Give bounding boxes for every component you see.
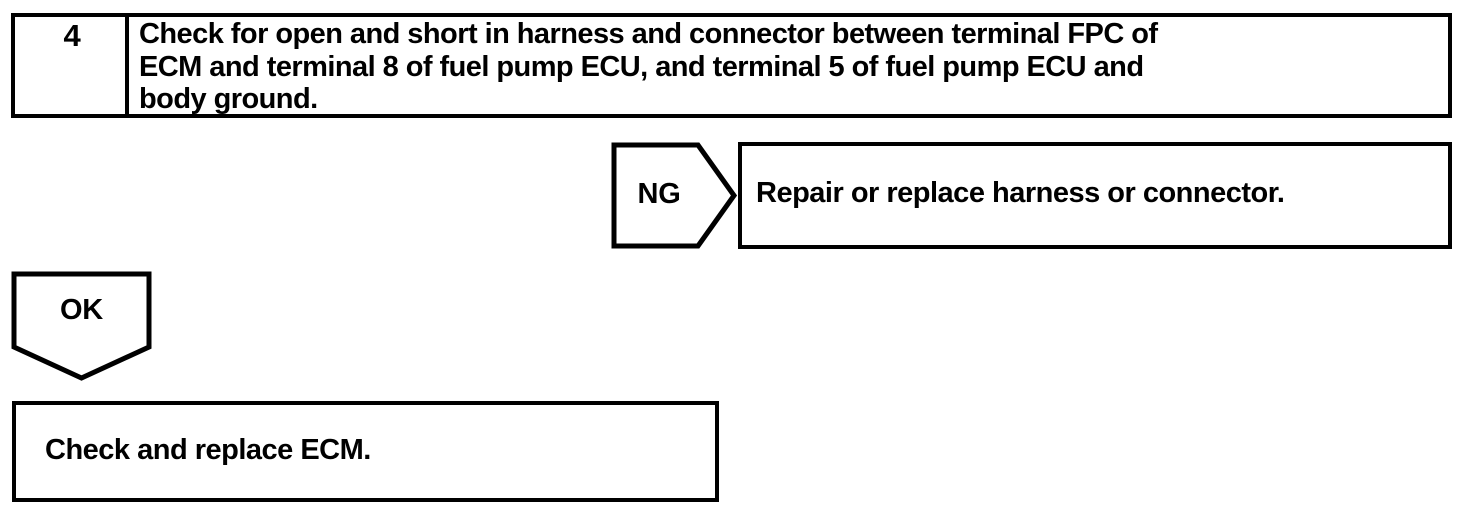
final-action-box: Check and replace ECM. bbox=[12, 401, 719, 502]
final-action-text: Check and replace ECM. bbox=[45, 434, 371, 466]
ng-result-text: Repair or replace harness or connector. bbox=[756, 177, 1285, 209]
ok-branch-label: OK bbox=[60, 293, 103, 326]
ng-result-box: Repair or replace harness or connector. bbox=[738, 142, 1452, 249]
step-number: 4 bbox=[63, 18, 81, 53]
ng-branch-label: NG bbox=[637, 178, 681, 210]
ok-branch-arrow-icon bbox=[11, 271, 152, 381]
step-number-cell: 4 bbox=[15, 17, 129, 114]
ng-branch-arrow-icon bbox=[611, 142, 737, 249]
step-instruction-text: Check for open and short in harness and … bbox=[139, 18, 1158, 115]
step-row: 4 Check for open and short in harness an… bbox=[11, 13, 1452, 118]
